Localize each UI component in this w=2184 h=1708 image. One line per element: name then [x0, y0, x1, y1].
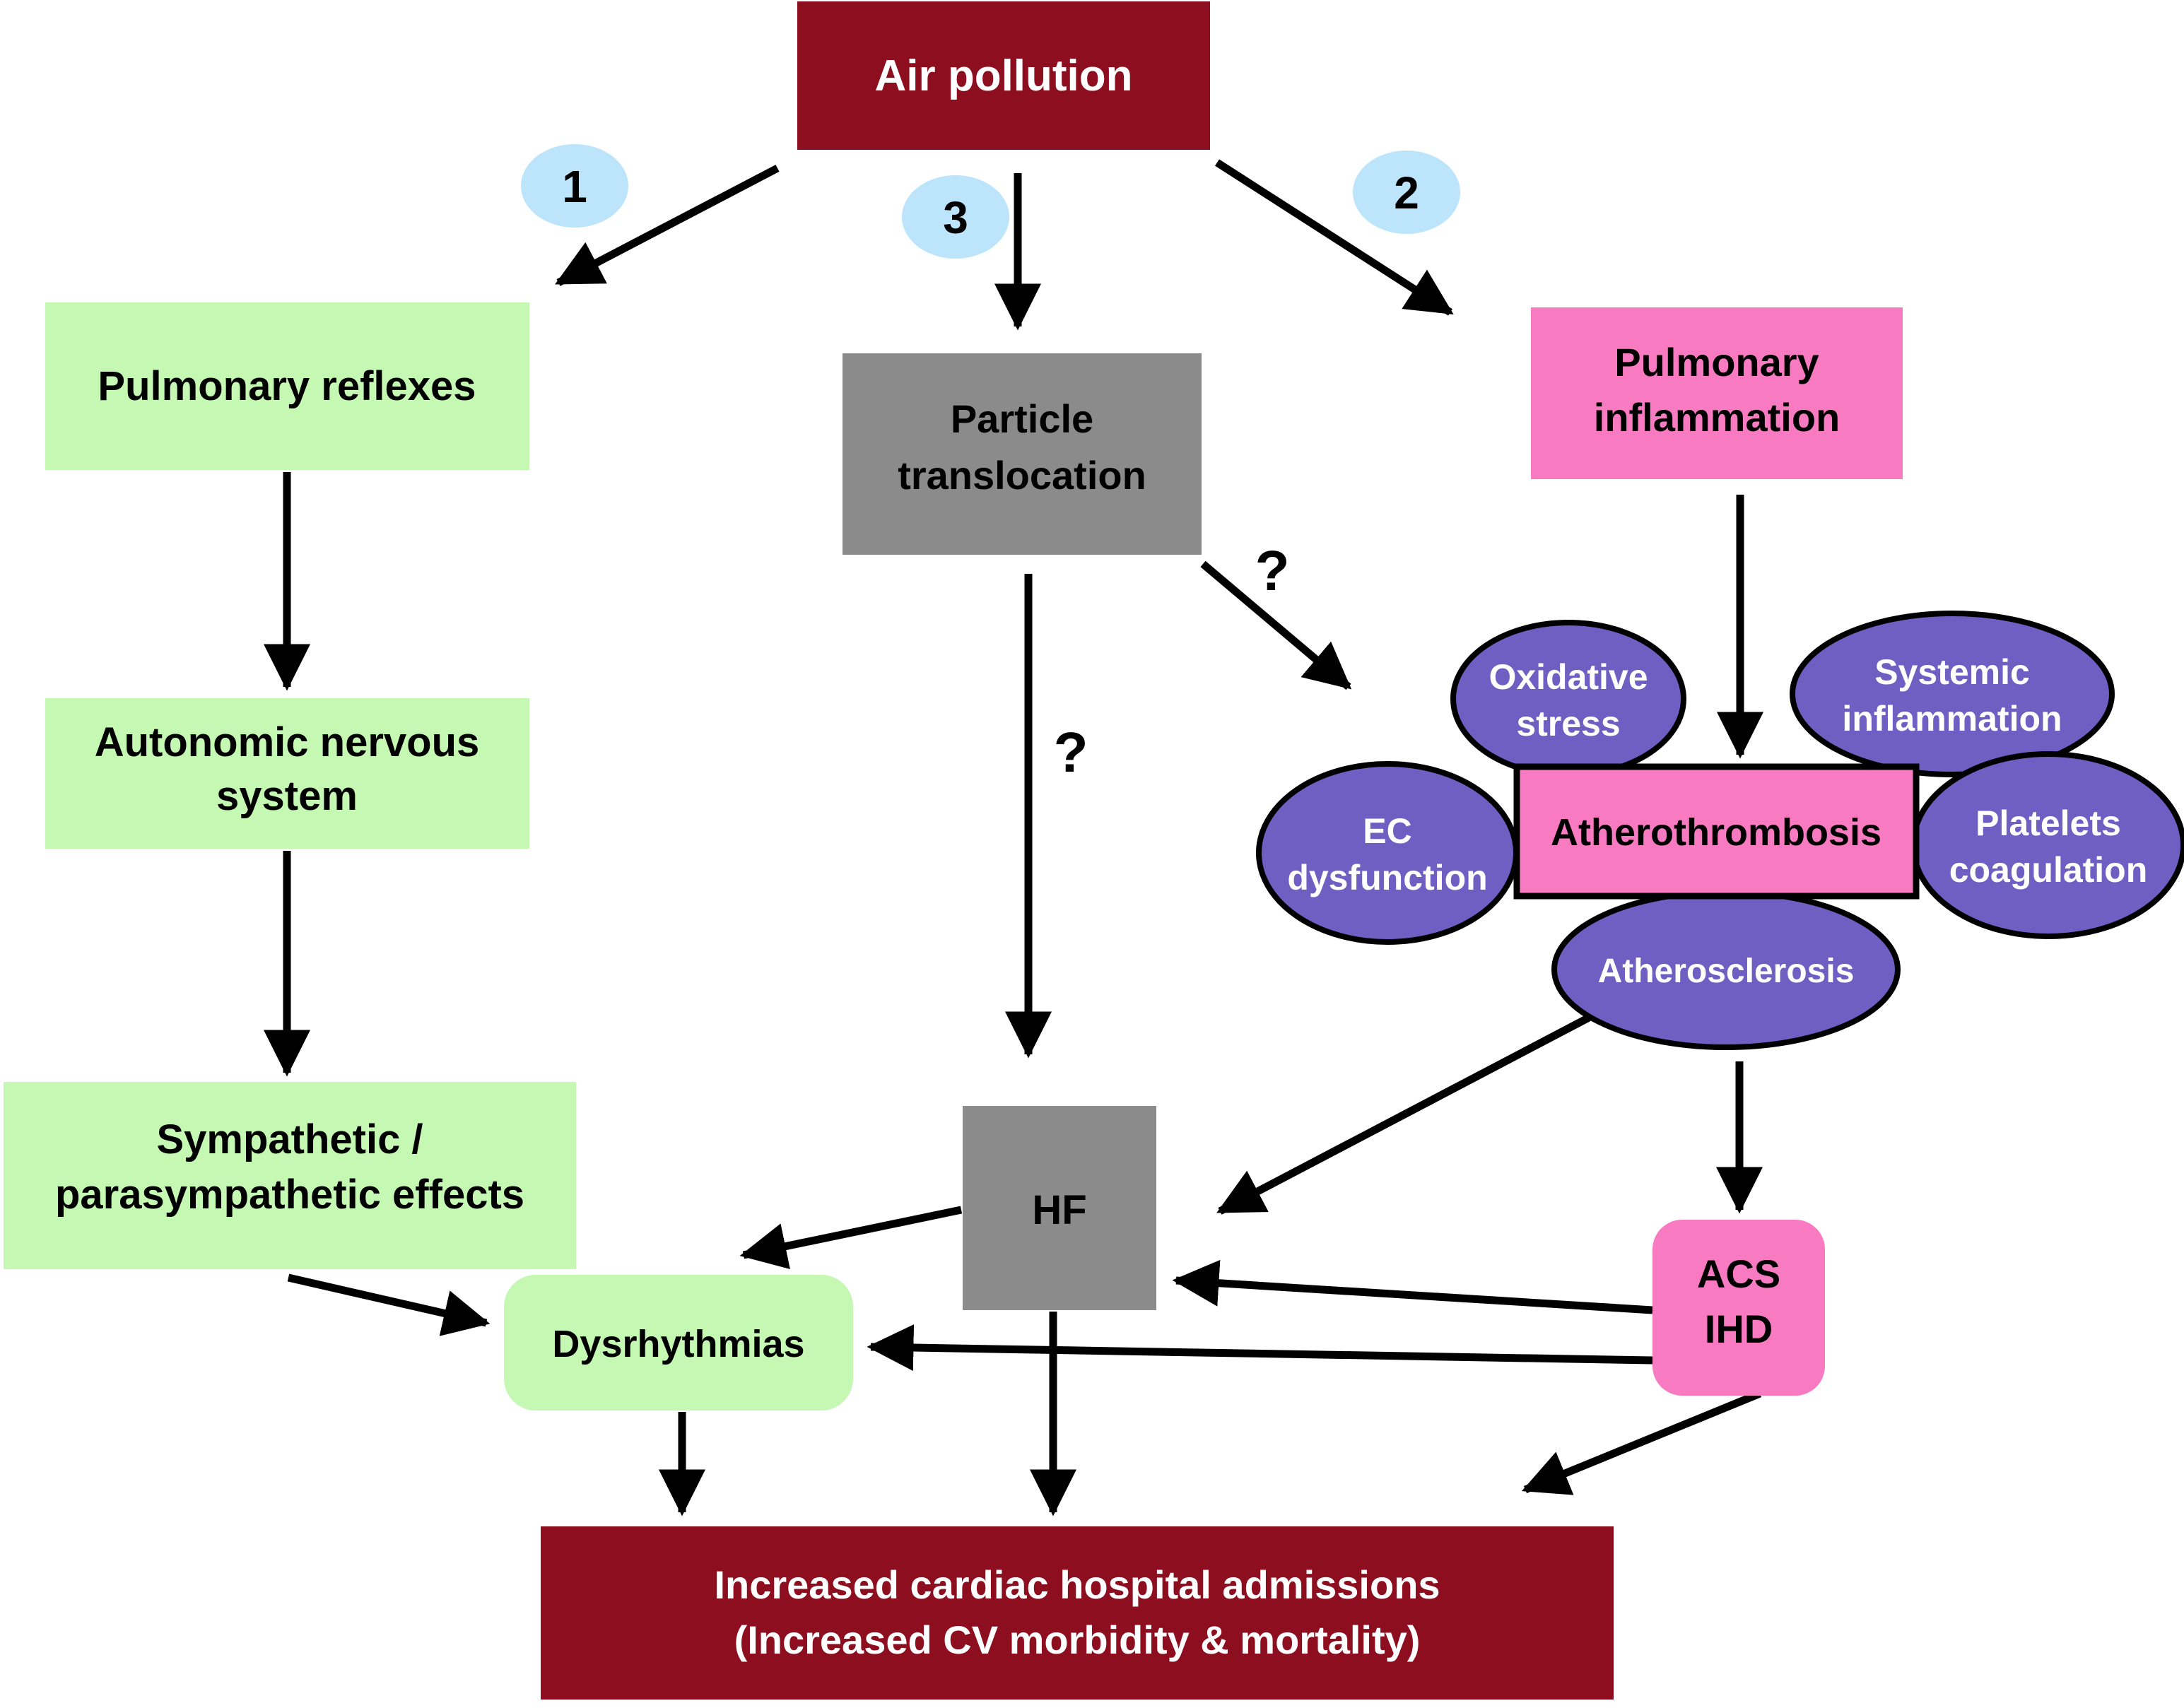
sympathetic-label-line1: Sympathetic /	[156, 1117, 423, 1162]
atherosclerosis-label: Atherosclerosis	[1598, 953, 1855, 990]
oxidative-stress-label-line2: stress	[1516, 704, 1620, 743]
node-atherothrombosis: Atherothrombosis	[1513, 763, 1920, 900]
dysrhythmias-label: Dysrhythmias	[552, 1323, 804, 1365]
node-hf: HF	[963, 1106, 1156, 1310]
platelets-coagulation-label-line2: coagulation	[1949, 850, 2148, 890]
oxidative-stress-label-line1: Oxidative	[1489, 657, 1648, 697]
question-mark-diagonal-path: ?	[1255, 539, 1290, 602]
outcome-label-line2: (Increased CV morbidity & mortality)	[734, 1618, 1421, 1662]
pulmonary-reflexes-box	[45, 302, 529, 470]
ec-dysfunction-label-line1: EC	[1363, 811, 1411, 851]
node-air-pollution: Air pollution	[797, 1, 1210, 150]
arrow-sympathetic-to-dysrhythmias	[287, 1273, 491, 1336]
badge-2-ellipse	[1353, 151, 1460, 234]
particle-label-line1: Particle	[951, 396, 1093, 441]
atherothrombosis-box	[1513, 763, 1920, 900]
acs-ihd-label-line1: ACS	[1697, 1251, 1780, 1296]
node-dysrhythmias: Dysrhythmias	[504, 1275, 853, 1410]
node-particle-translocation: Particle translocation	[843, 353, 1202, 555]
badge-2-label: 2	[1394, 167, 1419, 218]
node-systemic-inflammation: Systemic inflammation	[1790, 611, 2115, 777]
systemic-inflammation-label-line2: inflammation	[1842, 699, 2062, 738]
arrow-hf-to-dysrhythmias	[739, 1206, 963, 1270]
pulmonary-inflammation-label-line2: inflammation	[1594, 395, 1840, 440]
badge-3-ellipse	[902, 175, 1009, 259]
hf-label: HF	[1032, 1187, 1086, 1233]
sympathetic-box	[4, 1082, 576, 1269]
node-sympathetic-parasympathetic: Sympathetic / parasympathetic effects	[4, 1082, 576, 1269]
particle-translocation-box	[843, 353, 1202, 555]
dysrhythmias-box	[504, 1275, 853, 1410]
badge-1-label: 1	[562, 161, 587, 212]
atherothrombosis-label: Atherothrombosis	[1551, 811, 1881, 854]
arrow-acs-to-hf	[1172, 1259, 1653, 1314]
node-pulmonary-inflammation: Pulmonary inflammation	[1531, 307, 1903, 479]
arrow-airpollution-to-pulmonary-inflammation	[1215, 159, 1454, 316]
badge-pathway-2: 2	[1353, 151, 1460, 234]
node-ec-dysfunction: EC dysfunction	[1256, 761, 1519, 945]
platelets-coagulation-ellipse	[1910, 751, 2184, 939]
air-pollution-label: Air pollution	[874, 52, 1132, 100]
node-oxidative-stress: Oxidative stress	[1450, 620, 1686, 778]
pulmonary-inflammation-box	[1531, 307, 1903, 479]
outcome-box	[541, 1526, 1614, 1700]
badge-pathway-1: 1	[521, 144, 628, 228]
node-platelets-coagulation: Platelets coagulation	[1910, 751, 2184, 939]
systemic-inflammation-label-line1: Systemic	[1874, 652, 2030, 692]
acs-ihd-label-line2: IHD	[1705, 1307, 1773, 1351]
node-outcome: Increased cardiac hospital admissions (I…	[541, 1526, 1614, 1700]
ec-dysfunction-label-line2: dysfunction	[1287, 858, 1487, 897]
node-atherosclerosis: Atherosclerosis	[1551, 889, 1901, 1050]
arrow-acs-to-dysrhythmias	[867, 1324, 1653, 1372]
arrow-atherosclerosis-to-hf	[1216, 1014, 1591, 1215]
platelets-coagulation-label-line1: Platelets	[1975, 803, 2121, 843]
outcome-label-line1: Increased cardiac hospital admissions	[714, 1562, 1440, 1607]
connectors	[264, 159, 1763, 1516]
sympathetic-label-line2: parasympathetic effects	[55, 1172, 524, 1218]
acs-ihd-box	[1652, 1220, 1825, 1396]
pulmonary-reflexes-label: Pulmonary reflexes	[98, 363, 476, 409]
question-mark-middle-path: ?	[1054, 721, 1088, 784]
arrow-airpollution-to-pulmonary-reflexes	[555, 165, 780, 286]
autonomic-label-line2: system	[216, 773, 358, 819]
air-pollution-box	[797, 1, 1210, 150]
oxidative-stress-ellipse	[1450, 620, 1686, 778]
ec-dysfunction-ellipse	[1256, 761, 1519, 945]
hf-box	[963, 1106, 1156, 1310]
badge-3-label: 3	[943, 192, 968, 243]
autonomic-box	[45, 698, 529, 849]
arrow-acs-to-outcome	[1521, 1389, 1762, 1495]
autonomic-label-line1: Autonomic nervous	[95, 719, 480, 765]
badge-pathway-3: 3	[902, 175, 1009, 259]
node-acs-ihd: ACS IHD	[1652, 1220, 1825, 1396]
pulmonary-inflammation-label-line1: Pulmonary	[1614, 340, 1819, 384]
systemic-inflammation-ellipse	[1790, 611, 2115, 777]
node-autonomic-nervous-system: Autonomic nervous system	[45, 698, 529, 849]
node-pulmonary-reflexes: Pulmonary reflexes	[45, 302, 529, 470]
particle-label-line2: translocation	[898, 453, 1146, 497]
badge-1-ellipse	[521, 144, 628, 228]
arrow-particle-to-atherothrombosis-cluster	[1200, 560, 1352, 690]
